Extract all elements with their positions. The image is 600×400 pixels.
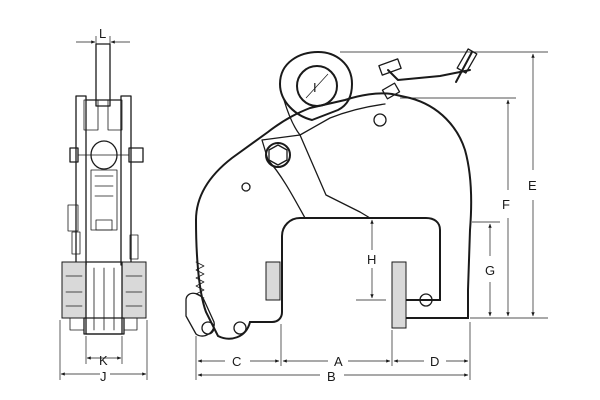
dimension-B: B: [197, 369, 469, 384]
dimension-K: K: [85, 336, 123, 368]
label-I: I: [313, 80, 317, 95]
body-hole-bottom-right: [419, 293, 433, 307]
jaw-pad-right: [391, 261, 407, 329]
label-D: D: [430, 354, 439, 369]
dimension-J: J: [59, 320, 148, 384]
release-handle: [378, 48, 478, 100]
label-L: L: [99, 26, 106, 41]
front-view: [185, 48, 478, 340]
pivot-bolt: [265, 142, 291, 168]
body-hole-left: [241, 182, 251, 192]
jaw-pad-right-side: [121, 261, 147, 319]
cam-side: [90, 169, 118, 231]
label-H: H: [367, 252, 376, 267]
lifting-eye: [279, 51, 353, 121]
label-C: C: [232, 354, 241, 369]
spring-pin: [201, 321, 215, 335]
lifting-eye-hole: [296, 65, 338, 107]
label-K: K: [99, 353, 108, 368]
pin-head-left: [69, 147, 79, 163]
jaw-pad-left-side: [61, 261, 87, 319]
spring: [195, 261, 205, 299]
dimension-E: E: [340, 51, 548, 319]
label-E: E: [528, 178, 537, 193]
lower-pin: [233, 321, 247, 335]
right-side-plate: [120, 95, 132, 266]
dimension-I: I: [305, 73, 329, 99]
dimension-L: L: [76, 26, 130, 48]
dimension-H: H: [356, 217, 386, 301]
body-hole-top-right: [373, 113, 387, 127]
label-A: A: [334, 354, 343, 369]
jaw-pad-left: [265, 261, 281, 301]
label-J: J: [100, 369, 107, 384]
dimension-F: F: [400, 97, 516, 317]
clamp-body: [194, 92, 473, 340]
dimension-G: G: [472, 221, 500, 317]
left-side-plate: [75, 95, 87, 266]
dimension-C-A-D: C A D: [195, 322, 471, 380]
label-F: F: [502, 197, 510, 212]
label-G: G: [485, 263, 495, 278]
lifting-eye-plate-side: [95, 43, 111, 107]
side-view: [61, 43, 147, 335]
label-B: B: [327, 369, 336, 384]
